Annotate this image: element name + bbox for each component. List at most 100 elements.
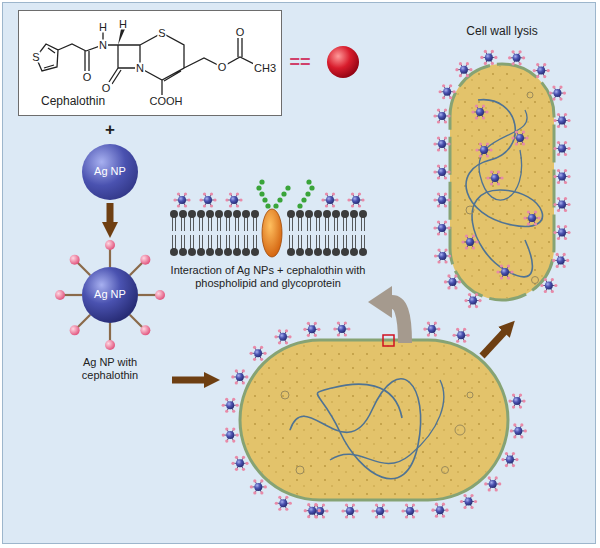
lipid-bilayer — [316, 235, 317, 249]
nanoparticle-complex — [105, 240, 115, 250]
lipid-bilayer — [217, 235, 218, 249]
lipid-bilayer — [251, 210, 259, 218]
nanoparticle-complex — [138, 294, 156, 296]
lipid-bilayer — [181, 235, 182, 249]
lipid-bilayer — [233, 248, 241, 256]
lipid-bilayer — [181, 217, 182, 231]
nanoparticle-complex — [433, 164, 450, 179]
nanoparticle-complex — [434, 248, 451, 263]
glycan-chain — [259, 191, 264, 196]
nanoparticle-complex — [433, 108, 450, 123]
nanoparticle-complex — [552, 253, 569, 268]
atom-label: O — [101, 83, 112, 94]
nanoparticle-complex — [444, 274, 461, 289]
lipid-bilayer — [190, 217, 191, 231]
lysed-cell — [452, 66, 552, 298]
nanoparticle-complex — [321, 192, 338, 207]
bacterium — [383, 335, 394, 346]
nanoparticle-complex — [553, 113, 570, 128]
lipid-bilayer — [238, 217, 239, 231]
nanoparticle-complex — [461, 234, 478, 249]
nanoparticle-complex — [155, 290, 165, 300]
process-arrow — [107, 203, 114, 228]
nanoparticle-complex — [333, 321, 350, 336]
lipid-bilayer — [341, 248, 349, 256]
lipid-bilayer — [199, 235, 200, 249]
lipid-bilayer — [296, 210, 304, 218]
bacterium — [442, 467, 449, 474]
lipid-bilayer — [352, 235, 353, 249]
glycan-chain — [309, 185, 314, 190]
bacterium — [242, 342, 506, 498]
lipid-bilayer — [179, 248, 187, 256]
lipid-bilayer — [253, 235, 254, 249]
atom-label: O — [235, 27, 246, 38]
glycan-chain — [256, 179, 314, 208]
nanoparticle-complex — [523, 210, 540, 225]
nanoparticle-complex — [508, 393, 525, 408]
bacterium — [455, 425, 465, 435]
lipid-bilayer — [224, 210, 232, 218]
lipid-bilayer — [242, 248, 250, 256]
lipid-bilayer — [298, 217, 299, 231]
atom-label: S — [157, 28, 166, 39]
lipid-bilayer — [323, 210, 331, 218]
lipid-bilayer — [211, 235, 212, 249]
nanoparticle-complex — [222, 428, 239, 443]
structure-box — [18, 10, 282, 116]
lipid-bilayer — [350, 248, 358, 256]
lipid-bilayer — [310, 235, 311, 249]
nanoparticle-complex — [70, 255, 80, 265]
lysed-cell — [527, 92, 533, 98]
nanoparticle-complex — [553, 225, 570, 240]
lipid-bilayer — [188, 210, 196, 218]
nanoparticle-complex — [304, 503, 321, 518]
nanoparticle-complex — [553, 141, 570, 156]
lipid-bilayer — [206, 210, 214, 218]
lipid-bilayer — [220, 217, 221, 231]
node-caption: Ag NP with cephalothin — [60, 356, 160, 382]
lipid-bilayer — [310, 217, 311, 231]
lipid-bilayer — [346, 217, 347, 231]
lipid-bilayer — [296, 248, 304, 256]
node-label: Cell wall lysis — [440, 24, 564, 38]
bacterium — [290, 379, 421, 479]
nanoparticle-complex — [460, 494, 477, 509]
lipid-bilayer — [337, 235, 338, 249]
atom-label: O — [82, 72, 93, 83]
bacterium — [281, 391, 473, 474]
lipid-bilayer — [332, 210, 340, 218]
lysed-cell — [466, 92, 539, 284]
lipid-bilayer — [172, 235, 173, 249]
nanoparticle-complex — [249, 346, 266, 361]
lipid-bilayer — [350, 210, 358, 218]
atom-label: O — [217, 62, 228, 73]
nanoparticle-complex — [341, 503, 358, 518]
nanoparticle-complex — [540, 278, 557, 293]
lipid-bilayer — [244, 235, 245, 249]
nanoparticle-complex — [480, 50, 497, 65]
bacterium — [296, 466, 304, 474]
glycan-chain — [305, 191, 310, 196]
lipid-bilayer — [215, 210, 223, 218]
nanoparticle-complex — [484, 476, 501, 491]
node-label: Ag NP — [82, 165, 138, 178]
lipid-bilayer — [359, 248, 367, 256]
glycan-chain — [265, 203, 270, 208]
nanoparticle-complex — [225, 192, 242, 207]
nanoparticle-complex — [109, 323, 111, 341]
lysed-cell — [466, 206, 474, 214]
atom-label: CH3 — [253, 63, 277, 74]
nanoparticle-complex — [431, 503, 448, 518]
lipid-bilayer — [361, 235, 362, 249]
glycoprotein — [262, 209, 282, 257]
lipid-bilayer — [170, 210, 178, 218]
lipid-bilayer — [211, 217, 212, 231]
lipid-bilayer — [170, 210, 367, 256]
lipid-bilayer — [229, 217, 230, 231]
lipid-bilayer — [355, 235, 356, 249]
lipid-bilayer — [305, 248, 313, 256]
lipid-bilayer — [208, 217, 209, 231]
lipid-bilayer — [287, 248, 295, 256]
